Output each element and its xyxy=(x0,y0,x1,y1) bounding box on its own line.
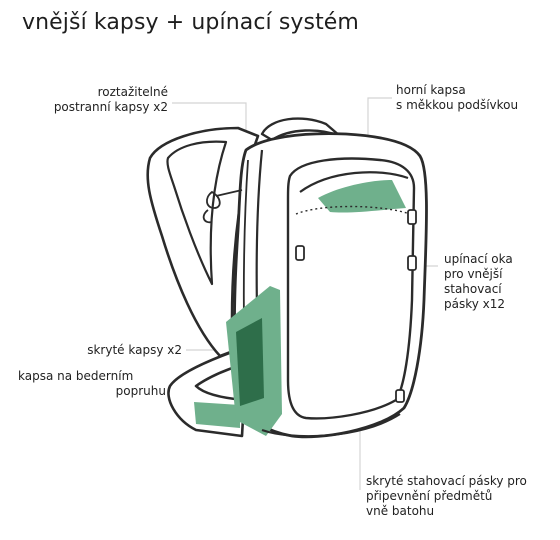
label-attachment-loops-line1: upínací oka xyxy=(444,252,513,266)
label-side-pockets-line1: roztažitelné xyxy=(97,85,168,99)
label-hidden-straps: skryté stahovací pásky pro připevnění př… xyxy=(366,474,527,519)
label-attachment-loops-line3: stahovací xyxy=(444,282,502,296)
label-attachment-loops-line2: pro vnější xyxy=(444,267,503,281)
zipper-pull xyxy=(202,209,213,224)
label-hidden-straps-line2: připevnění předmětů xyxy=(366,489,493,503)
label-top-pocket-line1: horní kapsa xyxy=(396,83,466,97)
zipper-pulls xyxy=(202,189,243,224)
front-zipper-arc xyxy=(295,205,411,215)
label-attachment-loops: upínací oka pro vnější stahovací pásky x… xyxy=(444,252,513,312)
label-hip-belt-pocket-line1: kapsa na bederním xyxy=(18,369,134,383)
shoulder-strap-inner xyxy=(166,140,228,286)
label-hidden-straps-line1: skryté stahovací pásky pro xyxy=(366,474,527,488)
label-top-pocket: horní kapsa s měkkou podšívkou xyxy=(396,83,518,113)
label-hip-belt-pocket-line2: popruhu xyxy=(115,384,166,398)
hip-belt-pocket xyxy=(194,402,240,428)
attachment-loop xyxy=(407,209,417,225)
label-attachment-loops-line4: pásky x12 xyxy=(444,297,506,311)
zipper-cord xyxy=(215,189,243,197)
hidden-side-pocket-inner xyxy=(236,318,264,406)
label-hidden-pockets-line1: skryté kapsy x2 xyxy=(87,343,182,357)
leader-side-pockets xyxy=(172,102,247,135)
label-side-pockets-line2: postranní kapsy x2 xyxy=(53,100,168,114)
label-top-pocket-line2: s měkkou podšívkou xyxy=(396,98,519,112)
base xyxy=(261,413,401,438)
zipper-pull xyxy=(206,190,221,209)
label-hip-belt-pocket: kapsa na bederním popruhu xyxy=(18,369,166,399)
label-hidden-pockets: skryté kapsy x2 xyxy=(87,343,182,358)
attachment-loops xyxy=(295,209,417,403)
top-pocket xyxy=(318,180,406,213)
attachment-loop xyxy=(395,389,405,403)
diagram-title: vnější kapsy + upínací systém xyxy=(22,10,359,35)
attachment-loop xyxy=(407,255,417,271)
attachment-loop xyxy=(295,245,305,261)
label-side-pockets: roztažitelné postranní kapsy x2 xyxy=(54,85,168,115)
label-hidden-straps-line3: vně batohu xyxy=(366,504,435,518)
top-pocket-zipper xyxy=(299,171,409,193)
